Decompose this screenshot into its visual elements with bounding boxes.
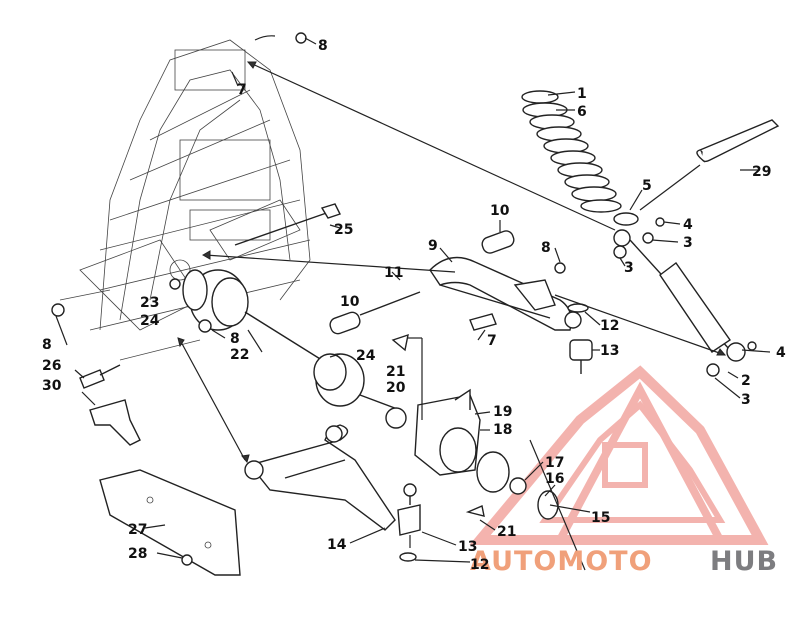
ball-joint-13-upper [569,339,593,374]
seal-20 [385,407,407,429]
ball-joint-13-lower [397,483,421,536]
callout-23: 23 [140,295,159,311]
bolt-21-lower [465,505,485,517]
cv-axle [182,269,401,411]
bearing-18 [476,451,510,493]
callout-10: 10 [340,294,360,310]
callout-22: 22 [230,347,249,363]
callout-10: 10 [490,203,510,219]
nut-8-axle [198,319,212,333]
callout-numbers: 8 7 1 6 29 5 4 3 3 25 10 9 8 11 23 24 8 … [42,38,786,573]
lower-a-arm [244,424,396,531]
shock-absorber [613,217,757,377]
callout-24: 24 [140,313,160,329]
callout-14: 14 [327,537,347,553]
screw-28 [181,554,193,566]
watermark-text-b: HUB [710,546,778,577]
callout-21: 21 [497,524,516,540]
callout-2: 2 [741,373,751,389]
callout-13: 13 [458,539,477,555]
callout-25: 25 [334,222,353,238]
bolt-7 [469,313,497,331]
callout-18: 18 [493,422,512,438]
bushing-tool-30 [89,399,141,446]
nut-8-left [51,303,65,317]
callout-3: 3 [624,260,634,276]
spring-seat-5 [613,212,639,226]
clip-23 [169,278,181,290]
callout-8: 8 [318,38,328,54]
callout-6: 6 [577,104,587,120]
watermark-text-a: AUTOMOTO [470,546,653,577]
bolt-26 [79,364,121,389]
callout-15: 15 [591,510,610,526]
nut-8-upper [554,262,566,274]
skid-plate-27 [99,469,241,576]
callout-13: 13 [600,343,619,359]
washer-12-lower [399,552,417,562]
callout-28: 28 [128,546,147,562]
callout-12: 12 [600,318,619,334]
callout-4: 4 [776,345,786,361]
bolt-21-upper [391,333,409,352]
washer-12-upper [567,303,589,313]
callout-26: 26 [42,358,61,374]
watermark-text: AUTOMOTO HUB [470,546,778,577]
callout-8: 8 [42,337,52,353]
callout-30: 30 [42,378,62,394]
callout-24: 24 [356,348,376,364]
callout-20: 20 [386,380,406,396]
nut-8-top [295,32,307,44]
callout-8: 8 [541,240,551,256]
callout-19: 19 [493,404,512,420]
bushing-10-upper [481,230,515,254]
callout-3: 3 [741,392,751,408]
seal-16 [537,490,559,520]
bushing-10-lower [329,311,361,335]
upper-a-arm [429,256,582,331]
callout-21: 21 [386,364,405,380]
callout-7: 7 [237,82,247,98]
callout-4: 4 [683,217,693,233]
spring-6 [521,90,622,213]
vehicle-frame [59,39,311,361]
callout-27: 27 [128,522,147,538]
callout-9: 9 [428,238,438,254]
callout-8: 8 [230,331,240,347]
callout-5: 5 [642,178,652,194]
callout-16: 16 [545,471,564,487]
watermark-logo [469,365,769,545]
steering-knuckle [414,388,481,476]
bolt-25 [234,203,341,246]
callout-leaders [55,37,771,559]
leader-lines [177,35,727,571]
callout-3: 3 [683,235,693,251]
callout-29: 29 [752,164,771,180]
callout-1: 1 [577,86,587,102]
snap-ring-17 [509,477,527,495]
spanner-wrench-29 [696,119,780,163]
callout-11: 11 [384,265,403,281]
callout-7: 7 [487,333,497,349]
callout-17: 17 [545,455,564,471]
callout-12: 12 [470,557,489,573]
pin-11 [359,291,421,316]
